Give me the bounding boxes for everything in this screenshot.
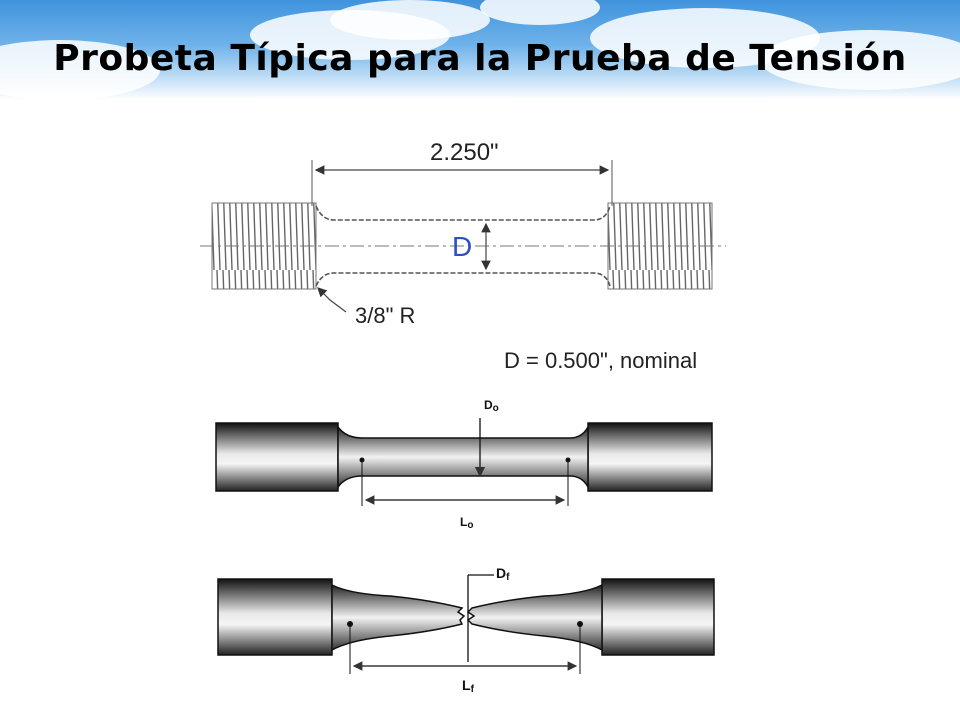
original-diameter-label: Do	[484, 398, 499, 414]
radius-label: 3/8" R	[355, 303, 415, 328]
slide-title: Probeta Típica para la Prueba de Tensión	[53, 38, 907, 79]
original-length-label: Lo	[460, 515, 473, 531]
cloud	[330, 0, 490, 40]
sky-background	[0, 0, 960, 100]
nominal-note: D = 0.500", nominal	[504, 348, 697, 373]
gauge-length-label: 2.250"	[430, 139, 499, 166]
final-length-label: Lf	[462, 677, 475, 695]
cloud	[760, 30, 960, 90]
original-specimen	[215, 418, 713, 506]
threaded-specimen	[200, 160, 726, 313]
cloud	[0, 40, 160, 100]
diameter-label: D	[452, 231, 472, 262]
final-diameter-label: Df	[496, 565, 510, 583]
fractured-specimen	[217, 574, 715, 674]
